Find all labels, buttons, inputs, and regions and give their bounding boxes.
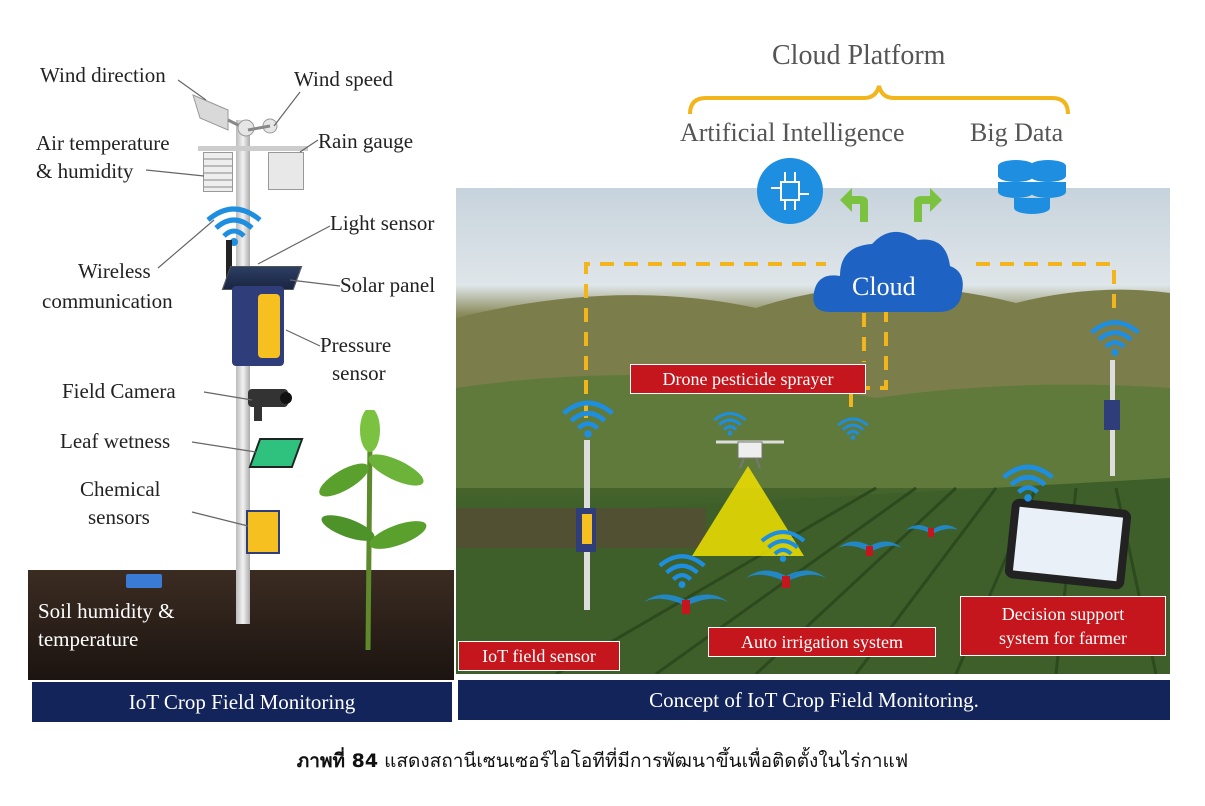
rain-gauge-icon — [268, 152, 304, 190]
label-pressure: Pressure — [320, 333, 392, 357]
auto-irrigation-label: Auto irrigation system — [708, 627, 936, 657]
cloud-icon — [813, 231, 963, 312]
label-wireless: Wireless — [78, 259, 151, 283]
label-soil-temperature: temperature — [38, 627, 139, 651]
arrow-left-icon — [840, 188, 868, 222]
ai-chip-icon — [757, 158, 823, 224]
dashed-links — [584, 262, 1116, 418]
label-wind-speed: Wind speed — [294, 67, 393, 91]
big-data-label: Big Data — [970, 118, 1064, 147]
label-soil-humidity: Soil humidity & — [38, 599, 175, 623]
camera-icon — [248, 389, 292, 421]
label-field-camera: Field Camera — [62, 379, 176, 403]
field-station-right — [1104, 360, 1120, 476]
left-panel: Wind direction Wind speed Air temperatur… — [28, 40, 454, 722]
label-solar-panel: Solar panel — [340, 273, 436, 297]
label-rain-gauge: Rain gauge — [318, 129, 414, 153]
label-chemical: Chemical — [80, 477, 161, 501]
right-banner: Concept of IoT Crop Field Monitoring. — [458, 680, 1170, 720]
label-pressure-sensor: sensor — [332, 361, 386, 385]
label-light-sensor: Light sensor — [330, 211, 435, 235]
decision-support-line1: Decision support — [1001, 604, 1125, 624]
platform-brace — [688, 85, 1070, 115]
wind-instruments-icon — [192, 94, 278, 137]
figure-caption: ภาพที่ 84 แสดงสถานีเซนเซอร์ไอโอทีที่มีกา… — [0, 746, 1205, 776]
decision-support-line2: system for farmer — [999, 628, 1127, 648]
drone-label: Drone pesticide sprayer — [630, 364, 866, 394]
logger-box-icon — [232, 286, 284, 366]
cloud-platform-title: Cloud Platform — [772, 40, 946, 71]
wifi-icon — [206, 206, 262, 246]
wifi-icon-tablet — [1002, 464, 1054, 502]
chemical-sensor-icon — [246, 510, 280, 554]
drone-icon — [716, 440, 784, 469]
arrow-right-icon — [914, 188, 942, 222]
wifi-icon-drone — [713, 411, 747, 436]
label-leaf-wetness: Leaf wetness — [60, 429, 171, 453]
field-station-left — [576, 440, 596, 610]
wifi-icon-irrigation-left — [658, 554, 706, 588]
cloud-label: Cloud — [852, 272, 916, 301]
figure-caption-text: แสดงสถานีเซนเซอร์ไอโอทีที่มีการพัฒนาขึ้น… — [378, 750, 909, 772]
database-icon — [998, 160, 1066, 214]
decision-support-label: Decision support system for farmer — [960, 596, 1166, 656]
wifi-icon-irrigation-mid — [760, 530, 806, 562]
wifi-icon-field-sensor — [562, 400, 614, 438]
station-pole — [236, 120, 250, 624]
wifi-icon-far-station — [837, 417, 869, 440]
left-banner: IoT Crop Field Monitoring — [32, 682, 452, 722]
label-air-temperature: Air temperature — [36, 131, 170, 155]
label-chemical-sensors: sensors — [88, 505, 150, 529]
label-air-humidity: & humidity — [36, 159, 134, 183]
soil-probe-icon — [126, 574, 162, 588]
label-communication: communication — [42, 289, 173, 313]
crossbar — [198, 146, 308, 151]
sprinkler-icons — [644, 525, 958, 614]
figure-number: ภาพที่ 84 — [296, 750, 379, 772]
wifi-icon-right-station — [1090, 320, 1140, 356]
antenna — [226, 240, 232, 290]
leader-lines — [145, 79, 341, 527]
label-wind-direction: Wind direction — [40, 63, 166, 87]
plant-icon — [319, 410, 427, 651]
ai-label: Artificial Intelligence — [680, 118, 905, 147]
iot-field-sensor-label: IoT field sensor — [458, 641, 620, 671]
radiation-shield-icon — [203, 152, 233, 192]
